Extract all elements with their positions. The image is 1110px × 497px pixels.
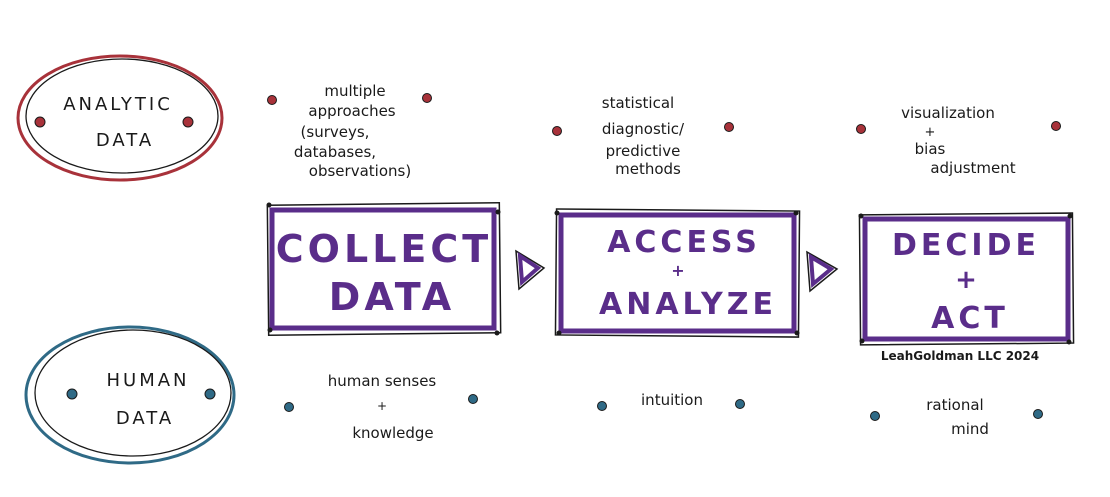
top-note-decide-right-dot xyxy=(1051,121,1061,131)
top-note-collect-left-dot xyxy=(267,95,277,105)
access-analyze-box: ACCESS + ANALYZE xyxy=(554,208,801,338)
top-note-decide-line: + xyxy=(925,125,936,140)
analyze-title-line1: ACCESS xyxy=(607,225,761,260)
analyze-box-frame xyxy=(554,208,801,338)
analytic-left-dot xyxy=(34,116,46,128)
top-note-collect-line: (surveys, xyxy=(301,123,370,141)
human-right-dot xyxy=(204,388,216,400)
human-ellipse-outer xyxy=(24,325,236,465)
bottom-note-decide-right-dot xyxy=(1033,409,1043,419)
top-note-analyze-line: statistical xyxy=(602,94,674,112)
collect-corner-dot xyxy=(266,202,272,208)
analyze-corner-dot xyxy=(556,330,562,336)
human-ellipse-inner xyxy=(34,329,232,457)
human-data-node: HUMAN DATA xyxy=(24,325,236,465)
analyze-corner-dot xyxy=(793,210,799,216)
analyze-corner-dot xyxy=(554,210,560,216)
bottom-note-decide-line: rational xyxy=(926,396,983,414)
bottom-note-collect: human senses + knowledge xyxy=(284,372,478,442)
collect-corner-dot xyxy=(267,327,273,333)
decide-title-line2: + xyxy=(955,265,981,295)
top-note-collect-line: multiple xyxy=(324,82,385,100)
top-note-decide-line: visualization xyxy=(901,104,995,122)
bottom-note-collect-line: knowledge xyxy=(352,424,433,442)
arrow-analyze-to-decide xyxy=(806,250,839,293)
collect-corner-dot xyxy=(494,330,500,336)
arrow-collect-to-analyze xyxy=(515,249,546,291)
arrow-1-fill xyxy=(517,252,542,287)
top-note-analyze-left-dot xyxy=(552,126,562,136)
decide-title-line3: ACT xyxy=(931,301,1009,336)
top-note-analyze: statistical diagnostic/ predictive metho… xyxy=(552,94,734,178)
collect-data-box: COLLECT DATA xyxy=(266,202,502,336)
analytic-right-dot xyxy=(182,116,194,128)
collect-title-line1: COLLECT xyxy=(276,227,492,271)
analytic-ellipse-inner xyxy=(25,58,219,174)
decide-box-border xyxy=(862,216,1071,342)
collect-box-frame xyxy=(266,202,502,336)
human-label-line1: HUMAN xyxy=(106,370,189,391)
top-note-decide-line: adjustment xyxy=(930,159,1015,177)
decide-corner-dot xyxy=(859,338,865,344)
decide-act-box: DECIDE + ACT xyxy=(858,212,1075,346)
collect-corner-dot xyxy=(495,209,501,215)
analytic-label-line2: DATA xyxy=(96,130,154,151)
bottom-note-analyze-right-dot xyxy=(735,399,745,409)
bottom-note-analyze: intuition xyxy=(597,391,745,411)
top-note-collect-line: observations) xyxy=(309,162,411,180)
top-note-decide: visualization + bias adjustment xyxy=(856,104,1061,177)
arrow-1-outline xyxy=(515,249,546,291)
collect-title-line2: DATA xyxy=(329,275,455,319)
bottom-note-analyze-left-dot xyxy=(597,401,607,411)
decide-corner-dot xyxy=(1067,213,1073,219)
bottom-note-analyze-line: intuition xyxy=(641,391,703,409)
top-note-analyze-right-dot xyxy=(724,122,734,132)
bottom-note-decide-line: mind xyxy=(951,420,989,438)
arrow-2-fill xyxy=(808,253,835,289)
decide-title-line1: DECIDE xyxy=(892,228,1040,263)
top-note-decide-left-dot xyxy=(856,124,866,134)
human-left-dot xyxy=(66,388,78,400)
analytic-ellipse-outer xyxy=(16,54,224,182)
analyze-title-line2: + xyxy=(671,261,688,280)
decide-corner-dot xyxy=(858,213,864,219)
top-note-decide-line: bias xyxy=(915,140,946,158)
analytic-label-line1: ANALYTIC xyxy=(63,94,173,115)
bottom-note-collect-line: human senses xyxy=(328,372,437,390)
analyze-box-border xyxy=(558,212,797,334)
top-note-analyze-line: diagnostic/ xyxy=(602,120,685,138)
top-note-analyze-line: predictive xyxy=(606,142,681,160)
top-note-collect-line: databases, xyxy=(294,143,376,161)
bottom-note-decide-left-dot xyxy=(870,411,880,421)
analyze-title-line3: ANALYZE xyxy=(599,287,777,322)
bottom-note-collect-line: + xyxy=(377,399,387,413)
collect-box-border xyxy=(269,207,497,331)
bottom-note-collect-left-dot xyxy=(284,402,294,412)
analytic-data-node: ANALYTIC DATA xyxy=(16,54,224,182)
top-note-collect-right-dot xyxy=(422,93,432,103)
bottom-note-decide: rational mind xyxy=(870,396,1043,438)
top-note-analyze-line: methods xyxy=(615,160,681,178)
top-note-collect: multiple approaches (surveys, databases,… xyxy=(267,82,432,180)
decide-box-frame xyxy=(858,212,1075,346)
arrow-2-outline xyxy=(806,250,839,293)
analyze-corner-dot xyxy=(794,330,800,336)
decide-corner-dot xyxy=(1066,339,1072,345)
credit-label: LeahGoldman LLC 2024 xyxy=(881,349,1039,363)
human-label-line2: DATA xyxy=(116,408,174,429)
bottom-note-collect-right-dot xyxy=(468,394,478,404)
top-note-collect-line: approaches xyxy=(308,102,395,120)
